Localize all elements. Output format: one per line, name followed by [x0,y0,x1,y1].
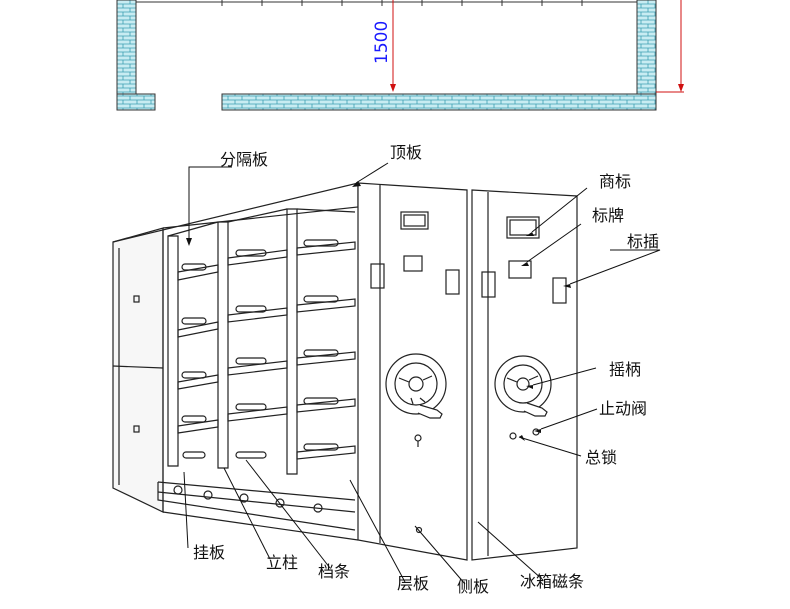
side-panel-2 [471,189,578,561]
crank-handle-1 [385,353,447,419]
leader-arrows [186,181,571,441]
brand-logo-1 [400,211,429,230]
lock-1 [415,526,423,534]
base-track [157,481,356,531]
label-label-slot: 标插 [627,232,660,251]
shelving-unit [112,182,578,561]
floor-plan [116,0,684,111]
dimension-arrow-right [678,84,684,92]
dimension-arrow [390,84,396,92]
left-wall [116,0,137,95]
label-slot-2b [552,277,567,304]
dimension-value: 1500 [372,20,392,64]
master-lock-2 [509,432,517,440]
label-file-bar: 档条 [318,562,351,581]
bottom-wall [221,93,657,111]
label-stop-valve: 止动阀 [599,399,648,418]
label-brand-logo: 商标 [599,172,632,191]
side-panel-1 [357,182,468,561]
label-slot-1a [370,263,385,289]
label-shelf-board: 层板 [397,574,430,593]
label-crank-handle: 摇柄 [609,360,642,379]
left-end-panel [112,227,164,513]
upright-posts [167,208,356,475]
shelves [177,241,356,460]
label-nameplate: 标牌 [592,206,625,225]
label-top-panel: 顶板 [390,143,423,162]
left-lock [133,295,140,303]
label-magnetic-strip: 冰箱磁条 [520,572,585,591]
left-wall-bottom [116,93,156,111]
nameplate-2 [508,260,532,279]
roof [112,182,359,243]
nameplate-1 [403,255,423,272]
leader-lines [183,162,661,585]
crank-handle-2 [494,355,552,417]
ruler-ticks [221,0,583,6]
label-upright-post: 立柱 [266,553,299,572]
label-slot-1b [445,269,460,295]
label-side-panel: 侧板 [457,577,490,596]
brand-logo-2 [506,216,540,239]
file-bars [181,239,339,459]
label-hanging-plate: 挂板 [193,543,226,562]
right-wall [636,0,657,95]
label-partition: 分隔板 [220,150,269,169]
label-master-lock: 总锁 [585,448,618,467]
label-slot-2a [481,271,496,298]
